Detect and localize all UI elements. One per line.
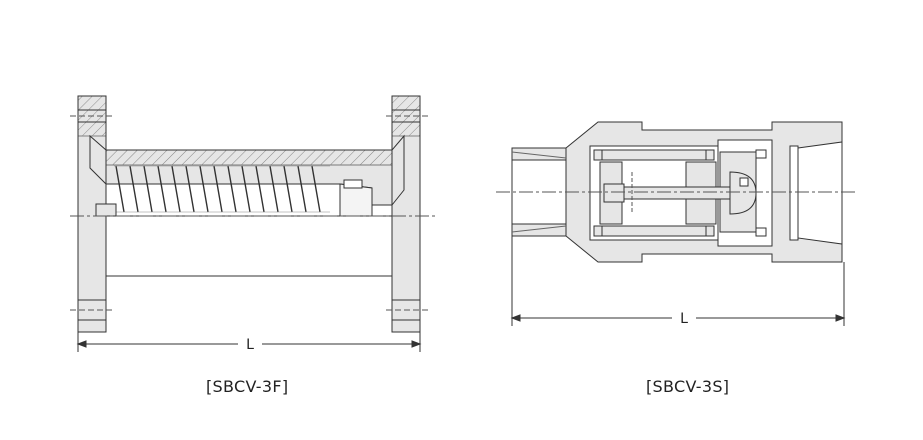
dimension-l-left [76, 332, 422, 352]
sbcv-3f-drawing: L [70, 95, 436, 353]
compression-spring [114, 165, 330, 213]
caption-sbcv-3f: [SBCV-3F] [206, 377, 289, 396]
dimension-label-left: L [246, 337, 254, 353]
sbcv-3s-drawing: L [496, 121, 858, 327]
valve-body-lower [106, 215, 392, 277]
dimension-label-right: L [680, 311, 688, 327]
dimension-l-right [510, 236, 846, 326]
caption-sbcv-3s: [SBCV-3S] [646, 377, 730, 396]
valve-stem [603, 172, 737, 214]
poppet-nose [739, 177, 749, 187]
spring-seat [95, 203, 117, 217]
right-flange [386, 95, 428, 333]
poppet-disc [729, 171, 757, 215]
